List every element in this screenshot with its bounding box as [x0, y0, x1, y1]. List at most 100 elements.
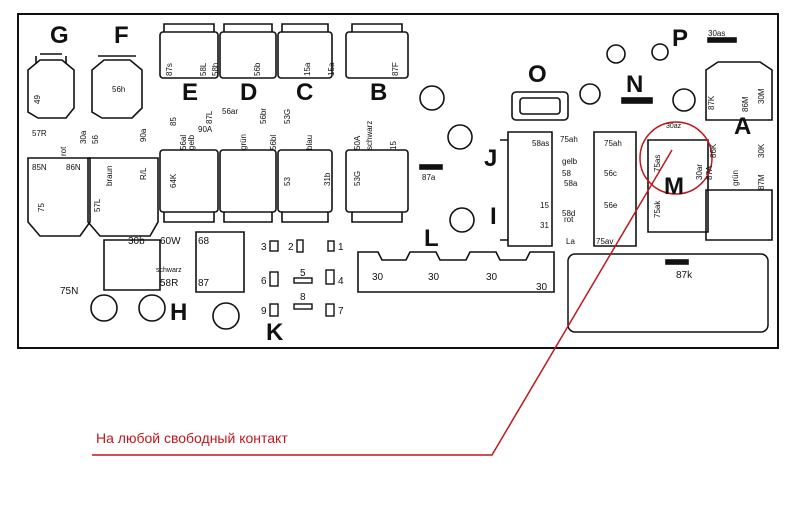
wire-blau: blau: [305, 135, 314, 150]
bus-bar-label: 30: [486, 272, 498, 283]
terminal-87m: 87M: [757, 174, 766, 190]
wire-rot-j: rot: [564, 215, 574, 224]
relay-pin-8: 8: [300, 292, 306, 303]
block-label-p: P: [672, 25, 688, 52]
relay-k-pins: 3 2 1 6 5 4 8 9 7: [261, 242, 344, 317]
block-label-l: L: [424, 225, 439, 252]
terminal-87k-lower: 87k: [676, 270, 693, 281]
blank-panel: [567, 253, 769, 333]
terminal-labels: 30as 30az 49 56h 87s 57R 30a 56 90a 85N …: [32, 29, 766, 297]
bus-bar-label: 30: [372, 272, 384, 283]
terminal-53: 53: [283, 177, 292, 186]
terminal-57r: 57R: [32, 129, 47, 138]
terminal-30as: 30as: [708, 29, 725, 38]
terminal-75av: 75av: [596, 237, 613, 246]
terminal-15-j: 15: [540, 201, 549, 210]
block-label-g: G: [50, 22, 69, 49]
block-label-h: H: [170, 299, 187, 326]
block-label-m: M: [664, 173, 684, 200]
terminal-31b: 31b: [323, 172, 332, 186]
terminal-56ar: 56ar: [222, 107, 238, 116]
terminal-75ah: 75ah: [604, 139, 622, 148]
terminal-56bl: 56bl: [269, 135, 278, 150]
terminal-50a: 50A: [353, 135, 362, 150]
highlight-circle: [639, 121, 713, 195]
terminal-90a: 90a: [139, 128, 148, 142]
relay-k-contacts: [269, 239, 335, 317]
terminal-58as: 58as: [532, 139, 549, 148]
bus-bar-label: 30: [428, 272, 440, 283]
terminal-87a: 87a: [422, 173, 436, 182]
terminal-60w: 60W: [160, 236, 181, 247]
wire-braun: braun: [105, 166, 114, 186]
terminal-75ak: 75ak: [653, 200, 662, 218]
block-label-a: A: [734, 113, 751, 140]
block-label-d: D: [240, 79, 257, 106]
terminal-53g-c: 53G: [283, 109, 292, 124]
terminal-56b: 56b: [253, 62, 262, 76]
terminal-30ar: 30ar: [695, 164, 704, 180]
block-label-f: F: [114, 22, 129, 49]
wire-rot-g: rot: [59, 146, 68, 156]
wire-gelb-j: gelb: [562, 157, 578, 166]
terminal-58h: 58h: [211, 63, 220, 76]
terminal-57l: 57L: [93, 198, 102, 212]
block-label-k: K: [266, 319, 284, 346]
terminal-90a-upper: 90A: [198, 125, 213, 134]
terminal-75as: 75as: [653, 155, 662, 172]
wire-color-labels: rot rot braun gelb gelb grün grün blau s…: [59, 121, 740, 274]
block-label-i: I: [490, 203, 497, 230]
terminal-30az: 30az: [666, 123, 682, 130]
block-labels: G F E D C B O N P A J I L M H K: [50, 22, 751, 346]
terminal-75: 75: [37, 203, 46, 212]
terminal-15a-b: 15a: [303, 62, 312, 76]
terminal-30a-g: 30a: [79, 130, 88, 144]
block-label-o: O: [528, 61, 547, 88]
terminal-58-j: 58: [562, 169, 571, 178]
terminal-15: 15: [389, 141, 398, 150]
terminal-85: 85: [169, 117, 178, 126]
block-label-n: N: [626, 71, 643, 98]
block-label-b: B: [370, 79, 387, 106]
terminal-15a-c: 15a: [327, 62, 336, 76]
terminal-86n: 86N: [66, 163, 81, 172]
wire-r-l: R/L: [139, 167, 148, 180]
terminal-53g-b: 53G: [353, 171, 362, 186]
terminal-56al: 56al: [179, 135, 188, 150]
terminal-56-g: 56: [91, 135, 100, 144]
terminal-56e: 56e: [604, 201, 618, 210]
terminal-87a-upper: 87A: [705, 165, 714, 180]
terminal-58l: 58L: [199, 62, 208, 76]
relay-pin-4: 4: [338, 276, 344, 287]
terminal-87-h: 87: [198, 278, 210, 289]
terminal-87l: 87L: [205, 110, 214, 124]
terminal-30m: 30M: [757, 88, 766, 104]
terminal-68: 68: [198, 236, 210, 247]
block-label-e: E: [182, 79, 198, 106]
terminal-30b: 30b: [128, 236, 145, 247]
terminal-31: 31: [540, 221, 549, 230]
bus-bar-label: 30: [536, 282, 548, 293]
terminal-58d: 58d: [562, 209, 575, 218]
pointer-line: [92, 149, 673, 456]
relay-pin-1: 1: [338, 242, 344, 253]
terminal-58r: 58R: [160, 278, 178, 289]
terminal-85n: 85N: [32, 163, 47, 172]
wire-gelb-d: gelb: [187, 134, 196, 150]
block-label-c: C: [296, 79, 313, 106]
block-label-j: J: [484, 145, 497, 172]
terminal-86m: 86M: [741, 96, 750, 112]
connector-shapes: [27, 23, 773, 293]
wire-schwarz-h: schwarz: [156, 267, 182, 274]
terminal-30k: 30K: [757, 143, 766, 158]
terminal-87k: 87K: [707, 95, 716, 110]
terminal-75n: 75N: [60, 286, 78, 297]
relay-pin-5: 5: [300, 268, 306, 279]
terminal-49: 49: [33, 95, 42, 104]
terminal-64k: 64K: [169, 173, 178, 188]
wire-grun-a: grün: [731, 170, 740, 186]
terminal-56c: 56c: [604, 169, 617, 178]
terminal-87f: 87F: [391, 62, 400, 76]
